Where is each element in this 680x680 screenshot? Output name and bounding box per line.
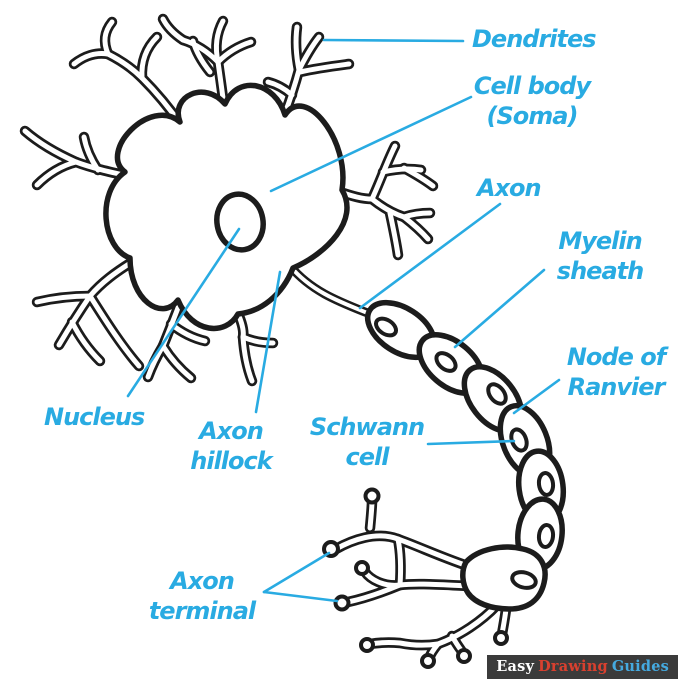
schwann-nucleus: [536, 523, 556, 549]
label-nucleus: Nucleus: [44, 403, 145, 431]
synaptic-bouton: [354, 560, 370, 576]
label-axon: Axon: [477, 174, 542, 202]
leader-axon: [358, 202, 502, 310]
label-axon-hillock: Axon hillock: [168, 416, 294, 476]
label-terminal-line1: Axon: [170, 567, 235, 595]
label-node-line1: Node of: [566, 343, 666, 371]
leader-myelin-sheath: [453, 268, 546, 349]
label-hillock-line1: Axon: [199, 417, 264, 445]
schwann-nucleus: [486, 382, 508, 406]
synaptic-bouton: [493, 630, 509, 646]
label-cell-body-line1: Cell body: [473, 72, 591, 100]
label-schwann-line1: Schwann: [309, 413, 425, 441]
axon-shape: [290, 266, 370, 314]
leader-dendrites: [322, 38, 465, 43]
watermark-guides: Guides: [611, 658, 669, 675]
label-myelin-line1: Myelin: [558, 227, 642, 255]
schwann-nucleus: [536, 471, 556, 497]
leader-cell-body: [269, 95, 473, 193]
label-hillock-line2: hillock: [190, 447, 272, 475]
synaptic-bouton: [359, 637, 375, 653]
leader-nucleus: [126, 227, 241, 398]
schwann-nucleus: [374, 316, 398, 338]
leader-axon-terminal-upper: [262, 551, 331, 594]
leader-lines: [126, 38, 561, 603]
synaptic-bouton: [333, 594, 351, 612]
label-myelin-sheath: Myelin sheath: [538, 226, 662, 286]
label-myelin-line2: sheath: [556, 257, 644, 285]
leader-node-of-ranvier: [512, 378, 561, 415]
label-cell-body-line2: (Soma): [486, 102, 579, 130]
leader-axon-hillock: [254, 270, 282, 414]
watermark-drawing: Drawing: [538, 658, 608, 675]
axon-terminal-branches: [322, 487, 509, 669]
nucleus-shape: [214, 191, 266, 253]
label-terminal-line2: terminal: [148, 597, 256, 625]
label-schwann-cell: Schwann cell: [304, 412, 430, 472]
label-node-of-ranvier: Node of Ranvier: [552, 342, 680, 402]
label-schwann-line2: cell: [345, 443, 390, 471]
schwann-nucleus: [509, 427, 529, 453]
label-dendrites: Dendrites: [472, 25, 597, 53]
label-node-line2: Ranvier: [567, 373, 666, 401]
terminal-bulb-shape: [460, 544, 548, 612]
schwann-nucleus: [434, 351, 458, 373]
watermark-easy: Easy: [496, 658, 535, 675]
label-cell-body: Cell body (Soma): [464, 71, 600, 131]
label-axon-terminal: Axon terminal: [128, 566, 276, 626]
leader-schwann-cell: [426, 439, 516, 446]
terminal-nucleus: [510, 570, 538, 590]
synaptic-bouton: [363, 487, 381, 505]
synaptic-bouton: [456, 648, 472, 664]
leader-axon-terminal-lower: [262, 590, 339, 603]
synaptic-bouton: [420, 653, 436, 669]
